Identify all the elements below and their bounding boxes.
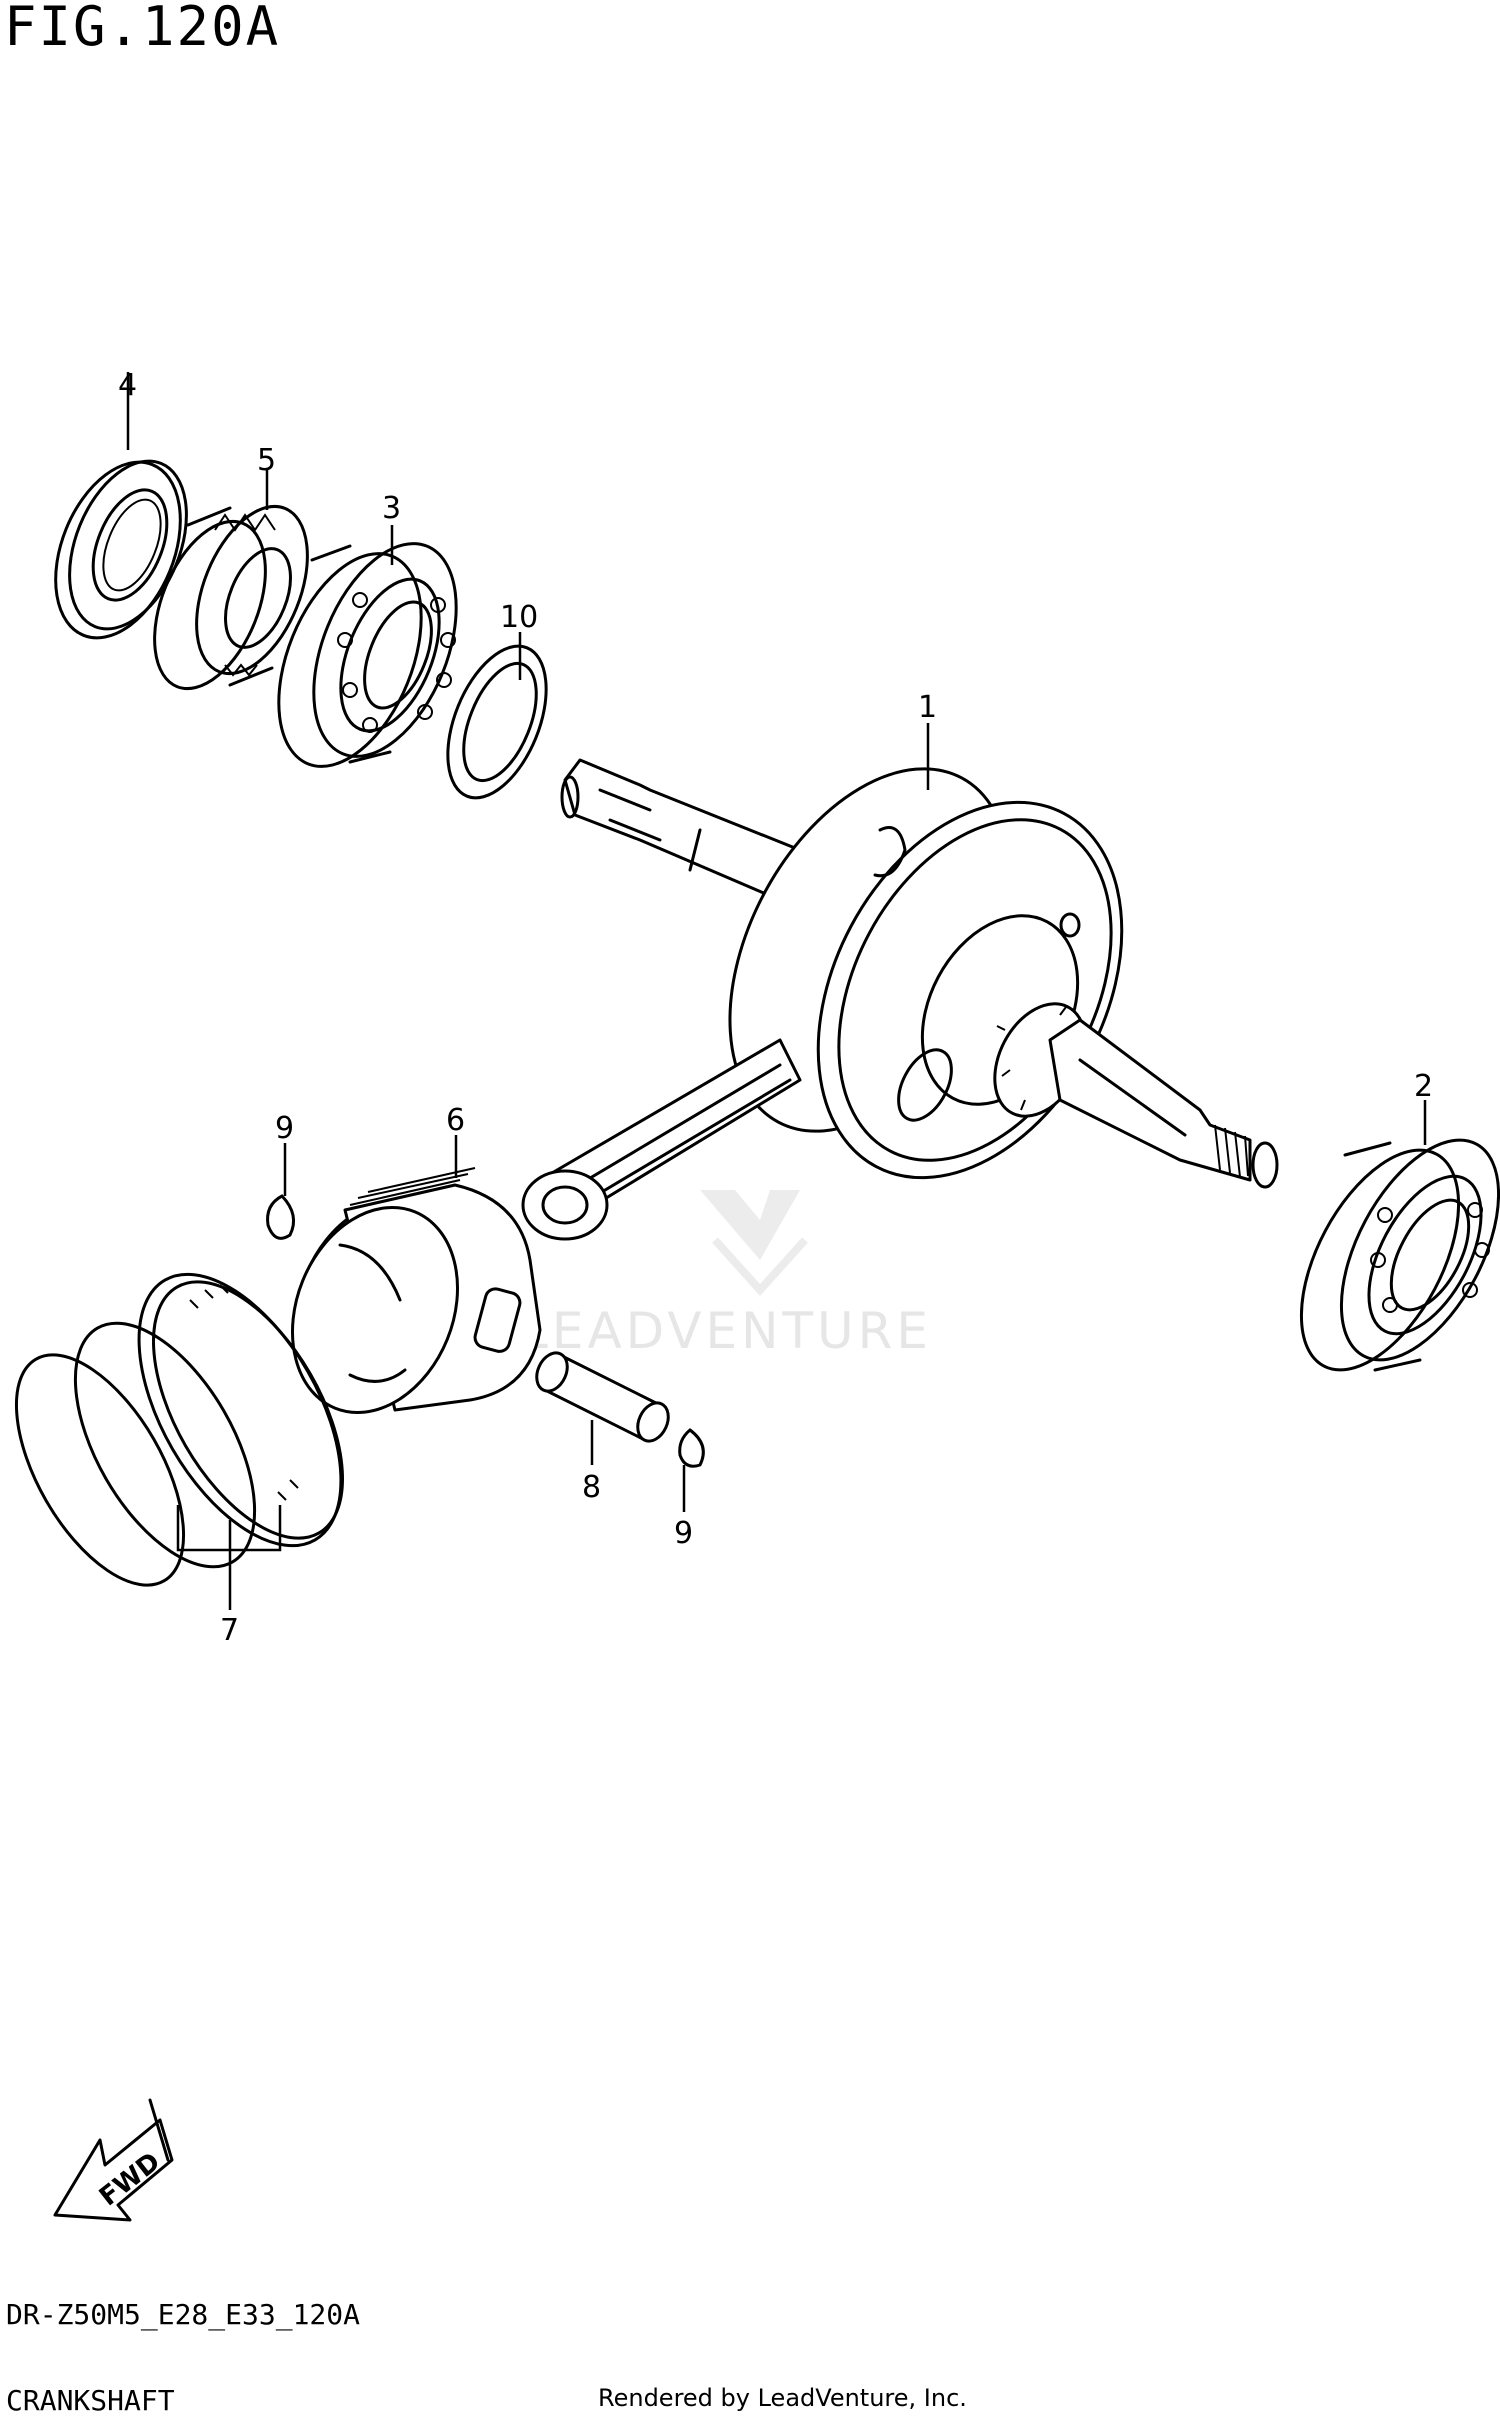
callout-5: 5 <box>257 443 276 478</box>
part-6-piston[interactable] <box>263 1167 542 1438</box>
leader-lines <box>126 372 1427 1610</box>
callout-10: 10 <box>500 600 538 635</box>
svg-text:LEADVENTURE: LEADVENTURE <box>520 1302 932 1360</box>
callout-1: 1 <box>918 690 937 725</box>
callout-7: 7 <box>220 1613 239 1648</box>
fwd-arrow-icon: FWD <box>53 2098 174 2222</box>
part-1-crankshaft[interactable] <box>521 721 1279 1241</box>
section-name: CRANKSHAFT <box>6 2384 175 2417</box>
part-5-crank-gear[interactable] <box>133 490 330 704</box>
part-9-circlip-lower[interactable] <box>678 1428 705 1468</box>
callout-9-lower: 9 <box>674 1516 693 1551</box>
callout-9-upper: 9 <box>275 1111 294 1146</box>
drawing-code: DR-Z50M5_E28_E33_120A <box>6 2298 361 2331</box>
callout-6: 6 <box>446 1103 465 1138</box>
callout-3: 3 <box>382 491 401 526</box>
part-7-piston-rings[interactable] <box>0 1241 383 1612</box>
part-8-piston-pin[interactable] <box>531 1348 674 1446</box>
callout-numbers: 4 5 3 10 1 2 6 9 8 9 7 <box>118 368 1433 1648</box>
callout-4: 4 <box>118 368 137 403</box>
callout-8: 8 <box>582 1470 601 1505</box>
callout-2: 2 <box>1414 1069 1433 1104</box>
figure-title: FIG.120A <box>4 0 281 58</box>
part-2-bearing[interactable] <box>1269 1115 1500 1395</box>
render-credit: Rendered by LeadVenture, Inc. <box>598 2384 967 2412</box>
part-9-circlip-upper[interactable] <box>266 1194 296 1240</box>
part-10-washer[interactable] <box>428 632 566 812</box>
leadventure-watermark: LEADVENTURE <box>520 1190 932 1360</box>
part-4-oil-seal[interactable] <box>32 444 210 657</box>
